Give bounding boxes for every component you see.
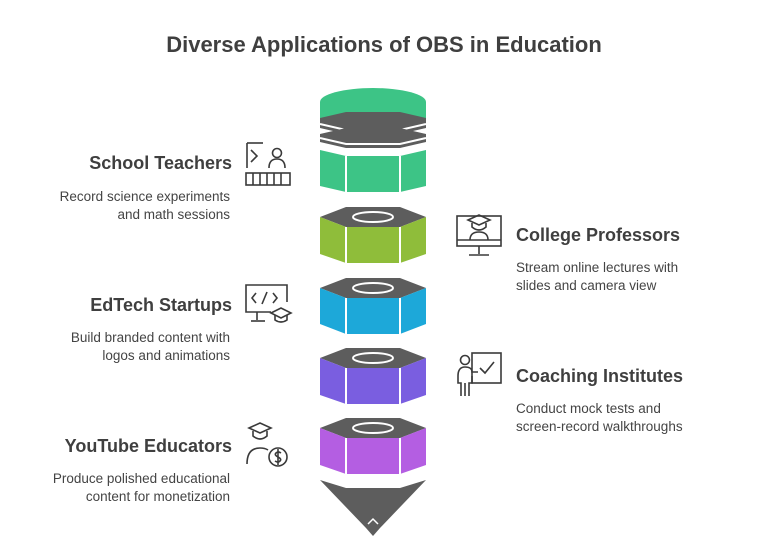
segment-indigo (320, 348, 426, 404)
segment-blue (320, 278, 426, 334)
desc-edtech-startups: Build branded content with logos and ani… (70, 330, 230, 363)
top-cylinder (319, 88, 427, 192)
label-coaching-institutes: Coaching Institutes (516, 366, 684, 386)
teacher-board-icon (245, 142, 291, 186)
segment-lime (320, 207, 426, 263)
label-edtech-startups: EdTech Startups (90, 295, 232, 315)
segment-purple (320, 418, 426, 474)
page-title: Diverse Applications of OBS in Education (166, 32, 602, 57)
pencil-tip (320, 480, 426, 536)
desc-coaching-institutes: Conduct mock tests and screen-record wal… (516, 401, 683, 434)
desc-youtube-educators: Produce polished educational content for… (52, 471, 230, 504)
professor-monitor-icon (456, 214, 502, 256)
desc-school-teachers: Record science experiments and math sess… (59, 189, 230, 222)
desc-college-professors: Stream online lectures with slides and c… (516, 260, 679, 293)
label-college-professors: College Professors (516, 225, 681, 245)
graduate-money-icon (246, 422, 288, 467)
code-screen-grad-icon (245, 284, 293, 323)
label-youtube-educators: YouTube Educators (64, 436, 232, 456)
label-school-teachers: School Teachers (89, 153, 232, 173)
instructor-board-icon (457, 352, 502, 396)
